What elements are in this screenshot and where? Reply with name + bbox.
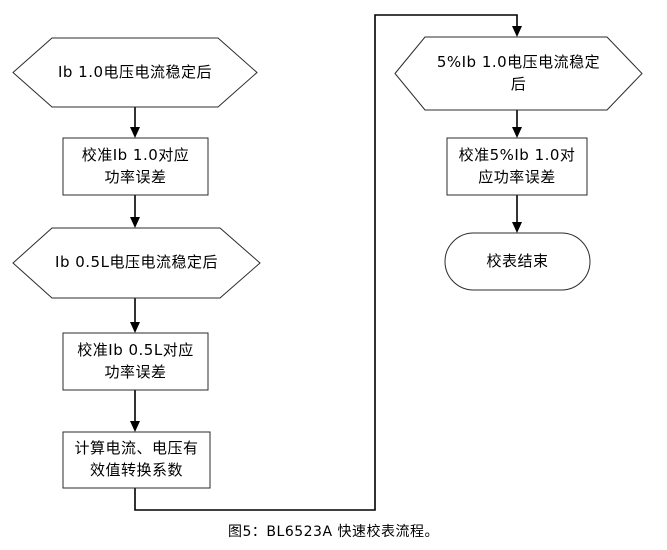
terminator-end-shape (444, 232, 591, 291)
hexagon-ib10-stable-shape (12, 37, 258, 108)
arrowhead-into-hex2 (130, 217, 140, 228)
hexagon-ib05l-stable-shape (12, 227, 261, 299)
arrowhead-into-rect4 (512, 127, 522, 138)
figure-caption: 图5：BL6523A 快速校表流程。 (228, 524, 439, 540)
arrowhead-into-rect1 (130, 127, 140, 138)
hexagon-5ib10-stable-shape (394, 36, 643, 111)
arrowhead-into-end (512, 222, 522, 233)
arrowhead-into-rect3 (130, 421, 140, 432)
process-calc-rms-shape (62, 431, 211, 489)
process-cal-ib10-shape (62, 137, 209, 196)
arrowhead-into-hex3 (512, 26, 522, 37)
arrowhead-into-rect2 (130, 322, 140, 333)
edge-rect3-hex3-route (134, 14, 518, 511)
process-cal-5ib10-shape (446, 137, 588, 196)
process-cal-ib05l-shape (62, 332, 209, 391)
